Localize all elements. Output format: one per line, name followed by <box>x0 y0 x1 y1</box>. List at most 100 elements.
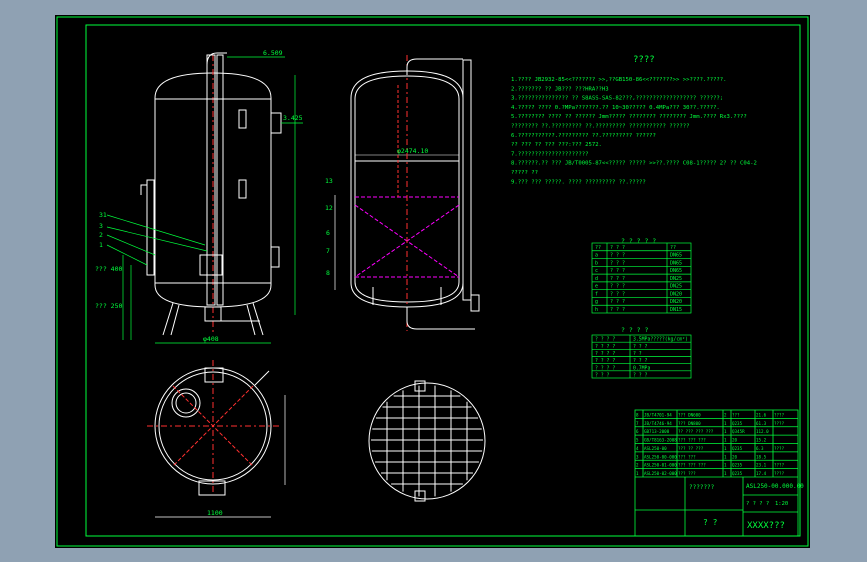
note-line: ?? ??? ?? ??? ???:??? 2572. <box>511 142 602 148</box>
distributor-plate <box>368 380 486 502</box>
section-shell-inner <box>354 75 460 303</box>
section-top-elbow <box>406 58 463 75</box>
bom-cell: ???? <box>774 412 785 417</box>
callout-12: 12 <box>325 204 333 212</box>
spec-value: 0.7MPa <box>633 365 650 371</box>
bom-cell: Q235 <box>732 463 743 468</box>
nozzle-table-frame <box>591 242 692 314</box>
filter-tank-drawing: 6.509 3.425 φ408 31 3 2 1 ??? 400 ??? 25… <box>56 16 809 547</box>
bom-cell: ???? <box>774 446 785 451</box>
bom-cell: ASL250-02-000 <box>644 471 677 476</box>
nozzle-table-cell: ? ? ? <box>610 291 625 297</box>
plate-top-lug <box>414 380 426 392</box>
nozzle-table-cell: DN65 <box>670 253 682 259</box>
section-dim-text: φ2474.10 13 12 6 7 8 <box>325 147 428 277</box>
bom-cell: ASL250-00-000 <box>644 454 677 459</box>
nozzle-table-cell: a <box>595 253 598 259</box>
bom-cell: ??? ??? <box>678 471 696 476</box>
front-bottom-outlet <box>204 306 222 322</box>
title-header-label: ??????? <box>689 484 715 491</box>
nozzle-table-cell: ? ? ? <box>610 284 625 290</box>
bom-cell: 2 <box>636 463 639 468</box>
drawing-scale: 1:20 <box>775 501 788 507</box>
bom-cell: 61.3 <box>756 421 767 426</box>
notes-title: ???? <box>633 55 655 65</box>
spec-table-body: ? ? ? ?3.5MPa?????(kg/cm²)? ? ? ?? ? ?? … <box>592 335 691 379</box>
spec-label: ? ? ? ? <box>595 365 615 371</box>
bom-cell: 20 <box>732 438 738 443</box>
nozzle-table-cell: DN15 <box>670 307 682 313</box>
bom-cell: ???? <box>774 421 785 426</box>
bom-cell: 1 <box>724 438 727 443</box>
company-name: XXXX??? <box>747 521 785 531</box>
plan-view <box>147 360 286 518</box>
spec-label: ? ? ? ? <box>595 351 615 357</box>
plan-nozzle-top <box>204 367 224 383</box>
callout-6: 6 <box>326 229 330 237</box>
bom-cell: 1 <box>724 429 727 434</box>
note-line: ???????? ??.????????? ??.????????? ?????… <box>511 124 690 130</box>
bom-cell: ??? ??? ??? <box>678 438 706 443</box>
drawing-sheet[interactable]: 6.509 3.425 φ408 31 3 2 1 ??? 400 ??? 25… <box>55 15 810 548</box>
bom-cell: JB/T4746-94 <box>644 421 672 426</box>
callout-13: 13 <box>325 177 333 185</box>
spec-label: ? ? ? <box>595 373 610 379</box>
nozzle-table-cell: ?? <box>670 245 676 251</box>
bom-cell: 21.6 <box>756 412 767 417</box>
front-sight-window-2 <box>238 179 247 199</box>
nozzle-table-cell: ? ? ? <box>610 299 625 305</box>
bom-cell: 1 <box>724 463 727 468</box>
spec-value: ? ? ? <box>633 373 648 379</box>
plan-nozzle-bottom <box>198 480 226 496</box>
bom-cell: 5 <box>636 438 639 443</box>
bom-cell: ??? DN800 <box>678 421 701 426</box>
nozzle-table-cell: e <box>595 284 598 290</box>
plan-diag-2 <box>172 385 254 467</box>
bom-cell: 7 <box>636 421 639 426</box>
spec-label: ? ? ? ? <box>595 358 615 364</box>
bom-cell: ??? <box>732 412 740 417</box>
nozzle-table-cell: DN20 <box>670 291 682 297</box>
nozzle-table-cell: c <box>595 268 598 274</box>
nozzle-table-cell: g <box>595 299 598 305</box>
bom-cell: ASL250-01-000 <box>644 463 677 468</box>
bom-cell: Q235 <box>732 421 743 426</box>
bom-cell: 1 <box>636 471 639 476</box>
front-side-nozzle <box>270 112 282 134</box>
dim-plan-span: 1100 <box>207 509 223 517</box>
bom-cell: 23.1 <box>756 463 767 468</box>
front-top-elbow <box>206 52 227 66</box>
outer-frame <box>56 16 809 547</box>
bom-cell: 15.2 <box>756 438 767 443</box>
callout-7: 7 <box>326 247 330 255</box>
bom-cell: 8 <box>636 412 639 417</box>
dim-right-nozzle: 3.425 <box>283 114 303 122</box>
nozzle-table-cell: DN25 <box>670 284 682 290</box>
section-side-nozzle <box>470 294 480 312</box>
bom-cell: ??? ??? ??? <box>678 463 706 468</box>
dim-top-nozzle: 6.509 <box>263 49 283 57</box>
plate-grid <box>371 385 483 497</box>
bom-cell: Q345R <box>732 429 745 434</box>
bom-cell: 1 <box>724 446 727 451</box>
spec-value: ? ? ? <box>633 344 648 350</box>
nozzle-table-cell: d <box>595 276 598 282</box>
notes-lines: 1.???? JB2932-85<<??????? >>,??GB150-86<… <box>511 77 757 185</box>
bom-cell: 6 <box>636 429 639 434</box>
bom-cell: 2 <box>724 412 727 417</box>
section-view <box>334 55 480 331</box>
drawing-number: ASL250-00.000.00 <box>746 483 804 490</box>
dim-bottom-span-label: φ408 <box>203 335 219 343</box>
leader-2 <box>106 234 156 256</box>
nozzle-table-cell: b <box>595 260 598 266</box>
front-manhole <box>270 246 280 268</box>
nozzle-table-cell: ? ? ? <box>610 307 625 313</box>
leader-31 <box>106 214 206 246</box>
drawing-frame <box>56 16 809 547</box>
nozzle-table-cell: DN20 <box>670 299 682 305</box>
plan-arm-right <box>254 370 270 386</box>
callout-3: 3 <box>99 222 103 230</box>
nozzle-table-cell: ?? <box>595 245 601 251</box>
bom-cell: 17.4 <box>756 471 767 476</box>
